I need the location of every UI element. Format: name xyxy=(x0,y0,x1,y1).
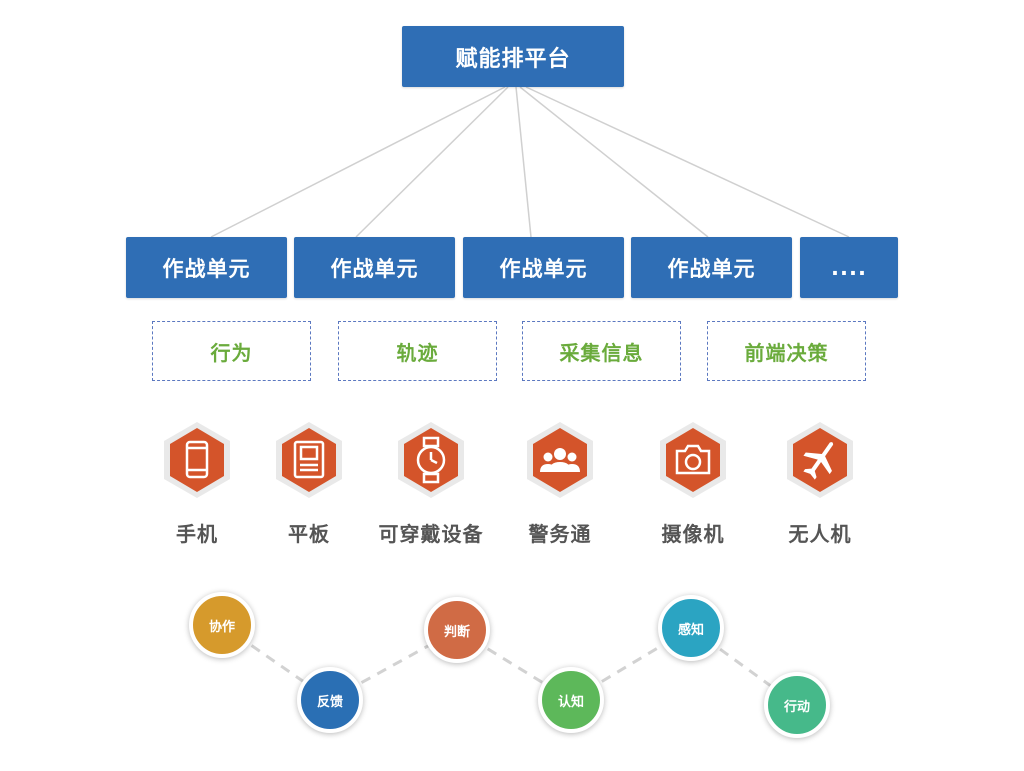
platform-label: 赋能排平台 xyxy=(455,46,571,72)
cycle-node-cognize: 认知 xyxy=(538,667,604,733)
cycle-node-label: 认知 xyxy=(557,694,584,710)
cycle-node-judge: 判断 xyxy=(424,597,490,663)
cycle-node-act: 行动 xyxy=(764,672,830,738)
cycle-node-label: 感知 xyxy=(677,622,704,638)
capability-trajectory: 轨迹 xyxy=(338,321,497,381)
device-label-wearable: 可穿戴设备 xyxy=(378,522,484,546)
plane-icon xyxy=(778,418,862,502)
team-icon xyxy=(518,418,602,502)
phone-icon xyxy=(155,418,239,502)
capability-label: 行为 xyxy=(210,340,253,365)
combat-unit-label: 作战单元 xyxy=(162,256,251,281)
device-label-camera: 摄像机 xyxy=(661,522,725,546)
combat-unit-3: 作战单元 xyxy=(463,237,624,298)
capability-label: 轨迹 xyxy=(396,340,439,365)
device-label-phone: 手机 xyxy=(176,522,218,546)
capability-data-collection: 采集信息 xyxy=(522,321,681,381)
combat-unit-label: .... xyxy=(831,255,867,280)
capability-label: 采集信息 xyxy=(559,340,644,365)
cycle-node-label: 行动 xyxy=(783,699,810,715)
combat-unit-4: 作战单元 xyxy=(631,237,792,298)
combat-unit-label: 作战单元 xyxy=(330,256,419,281)
cycle-node-label: 协作 xyxy=(208,619,235,635)
capability-frontend-decision: 前端决策 xyxy=(707,321,866,381)
watch-icon xyxy=(389,418,473,502)
cycle-node-perceive: 感知 xyxy=(658,595,724,661)
combat-unit-label: 作战单元 xyxy=(499,256,588,281)
platform-box: 赋能排平台 xyxy=(402,26,624,87)
capability-label: 前端决策 xyxy=(744,340,829,365)
cycle-node-label: 判断 xyxy=(443,624,470,640)
cycle-node-cooperate: 协作 xyxy=(189,592,255,658)
camera-icon xyxy=(651,418,735,502)
combat-unit-1: 作战单元 xyxy=(126,237,287,298)
combat-unit-label: 作战单元 xyxy=(667,256,756,281)
combat-unit-more: .... xyxy=(800,237,898,298)
device-label-police-terminal: 警务通 xyxy=(528,522,592,546)
device-label-drone: 无人机 xyxy=(788,522,852,546)
combat-unit-2: 作战单元 xyxy=(294,237,455,298)
device-label-tablet: 平板 xyxy=(288,522,330,546)
capability-behavior: 行为 xyxy=(152,321,311,381)
cycle-node-label: 反馈 xyxy=(316,694,343,710)
tablet-icon xyxy=(267,418,351,502)
cycle-node-feedback: 反馈 xyxy=(297,667,363,733)
